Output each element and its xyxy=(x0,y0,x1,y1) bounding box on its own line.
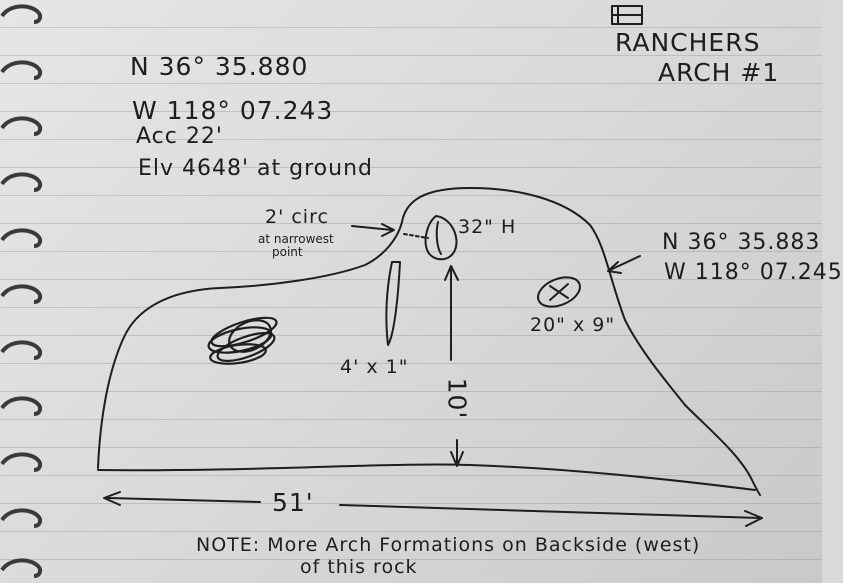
width-arrow-left xyxy=(103,491,121,506)
coords-leader-arrowhead xyxy=(607,261,622,274)
spiral-ring xyxy=(0,558,43,578)
hole-dimensions-label: 20" x 9" xyxy=(530,314,616,336)
width-arrow-right xyxy=(744,510,763,527)
longitude-secondary: W 118° 07.245 xyxy=(664,260,843,285)
spiral-ring xyxy=(0,4,43,24)
rock-sketch xyxy=(97,5,763,527)
title-line-2: ARCH #1 xyxy=(658,58,780,87)
rock-outline xyxy=(97,187,761,496)
arch-opening-inner xyxy=(435,221,442,255)
vertical-dimension-line xyxy=(450,267,458,466)
circ-leader-arrowhead xyxy=(381,223,395,237)
spiral-ring xyxy=(0,60,43,80)
note-line-2: of this rock xyxy=(300,556,418,578)
longitude-primary: W 118° 07.243 xyxy=(132,96,334,125)
slot-dimensions-label: 4' x 1" xyxy=(340,356,409,378)
arch-height-label: 32" H xyxy=(458,216,517,238)
latitude-primary: N 36° 35.880 xyxy=(130,52,309,81)
latitude-secondary: N 36° 35.883 xyxy=(662,230,821,255)
width-dimension-line xyxy=(107,497,761,519)
spiral-ring xyxy=(0,116,43,136)
spiral-ring xyxy=(0,508,43,528)
elevation: Elv 4648' at ground xyxy=(138,156,373,181)
circ-note-line-2: point xyxy=(272,245,303,259)
elliptical-hole xyxy=(537,276,581,308)
spiral-ring xyxy=(0,228,43,248)
circ-note-line-1: at narrowest xyxy=(258,232,334,246)
narrowest-line xyxy=(403,233,429,239)
hole-x-mark xyxy=(549,283,569,301)
coords-leader-arrow xyxy=(609,255,641,271)
vertical-dimension-label: 10' xyxy=(442,377,472,420)
spiral-ring xyxy=(0,284,43,304)
spiral-ring xyxy=(0,452,43,472)
title-line-1: RANCHERS xyxy=(615,28,761,57)
spiral-ring xyxy=(0,172,43,192)
vertical-arrow-down xyxy=(450,451,464,467)
spiral-ring xyxy=(0,340,43,360)
accuracy: Acc 22' xyxy=(136,124,223,149)
ground-line xyxy=(97,463,756,491)
scribble-patch xyxy=(207,316,278,365)
circ-label: 2' circ xyxy=(265,206,329,228)
vertical-arrow-up xyxy=(444,265,459,281)
arch-opening xyxy=(424,215,458,261)
width-dimension-label: 51' xyxy=(272,488,314,517)
slot-opening xyxy=(385,261,401,346)
spiral-ring xyxy=(0,396,43,416)
circ-leader-arrow xyxy=(351,225,393,231)
note-line-1: NOTE: More Arch Formations on Backside (… xyxy=(196,534,701,556)
